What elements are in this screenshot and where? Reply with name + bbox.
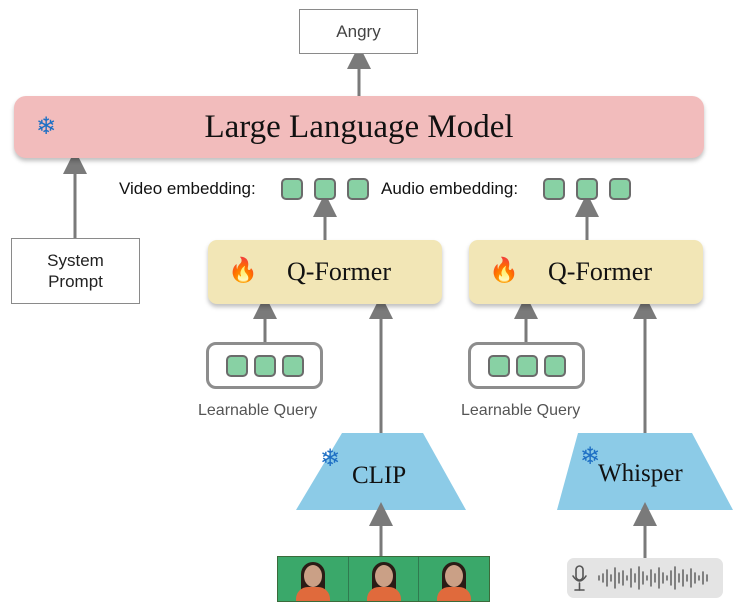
video-qformer-block: Q-Former: [208, 240, 442, 304]
query-token: [225, 354, 248, 377]
output-label-box: Angry: [299, 9, 418, 54]
audio-qformer-label: Q-Former: [548, 257, 652, 286]
fire-icon: 🔥: [489, 256, 519, 284]
snowflake-icon: ❄: [36, 112, 57, 140]
output-label: Angry: [336, 21, 381, 41]
query-token: [253, 354, 276, 377]
audio-embedding-token: [543, 178, 565, 200]
video-frame: [278, 557, 349, 601]
system-prompt-line1: System: [47, 251, 104, 270]
system-prompt-box: System Prompt: [11, 238, 140, 304]
video-learnable-query: [206, 342, 323, 389]
video-embedding-token: [347, 178, 369, 200]
audio-learnable-query-label: Learnable Query: [461, 402, 581, 419]
system-prompt-line2: Prompt: [48, 272, 103, 291]
video-embedding-token: [281, 178, 303, 200]
video-embedding-label: Video embedding:: [119, 179, 256, 198]
video-learnable-query-label: Learnable Query: [198, 402, 318, 419]
snowflake-icon: ❄: [320, 444, 341, 472]
whisper-encoder: [557, 433, 733, 510]
whisper-label: Whisper: [598, 460, 683, 487]
llm-block: Large Language Model: [14, 96, 704, 158]
video-frames: [277, 556, 490, 602]
video-embedding-token: [314, 178, 336, 200]
audio-embedding-token: [576, 178, 598, 200]
audio-embedding-label: Audio embedding:: [381, 179, 519, 198]
audio-qformer-block: Q-Former: [469, 240, 703, 304]
clip-label: CLIP: [352, 462, 407, 489]
fire-icon: 🔥: [228, 256, 258, 284]
query-token: [281, 354, 304, 377]
audio-learnable-query: [468, 342, 585, 389]
query-token: [543, 354, 566, 377]
audio-embedding-token: [609, 178, 631, 200]
snowflake-icon: ❄: [580, 442, 601, 470]
query-token: [515, 354, 538, 377]
video-frame: [419, 557, 490, 601]
llm-label: Large Language Model: [204, 108, 514, 145]
microphone-waveform-icon: [572, 565, 708, 591]
audio-input: [567, 558, 723, 598]
video-frame: [348, 557, 420, 601]
query-token: [487, 354, 510, 377]
video-qformer-label: Q-Former: [287, 257, 391, 286]
clip-encoder: [296, 433, 466, 510]
